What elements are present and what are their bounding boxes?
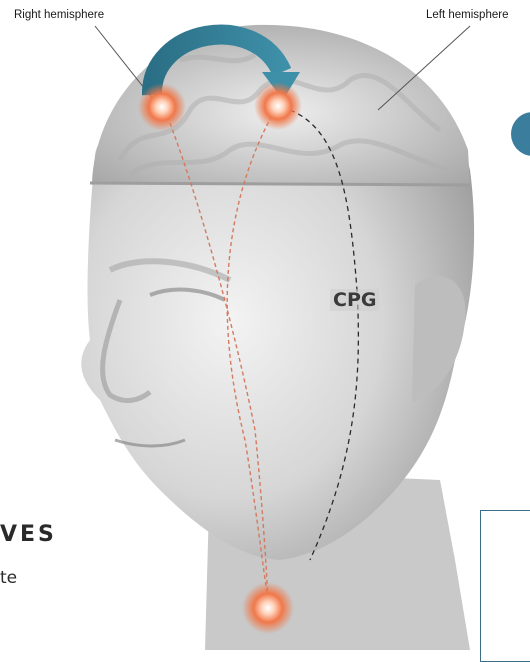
body-text-fragment: te — [0, 568, 17, 588]
cpg-label: CPG — [330, 289, 379, 311]
right-hemisphere-hotspot — [138, 83, 186, 131]
skull-rim — [90, 183, 470, 185]
info-panel-fragment — [480, 510, 530, 662]
section-heading-fragment: VES — [0, 522, 57, 547]
step-badge-top — [511, 112, 530, 156]
left-hemisphere-label: Left hemisphere — [426, 9, 508, 21]
brainstem-hotspot — [242, 582, 294, 634]
right-hemisphere-label: Right hemisphere — [14, 9, 104, 21]
ear-shape — [412, 276, 466, 402]
left-hemisphere-hotspot — [254, 82, 302, 130]
